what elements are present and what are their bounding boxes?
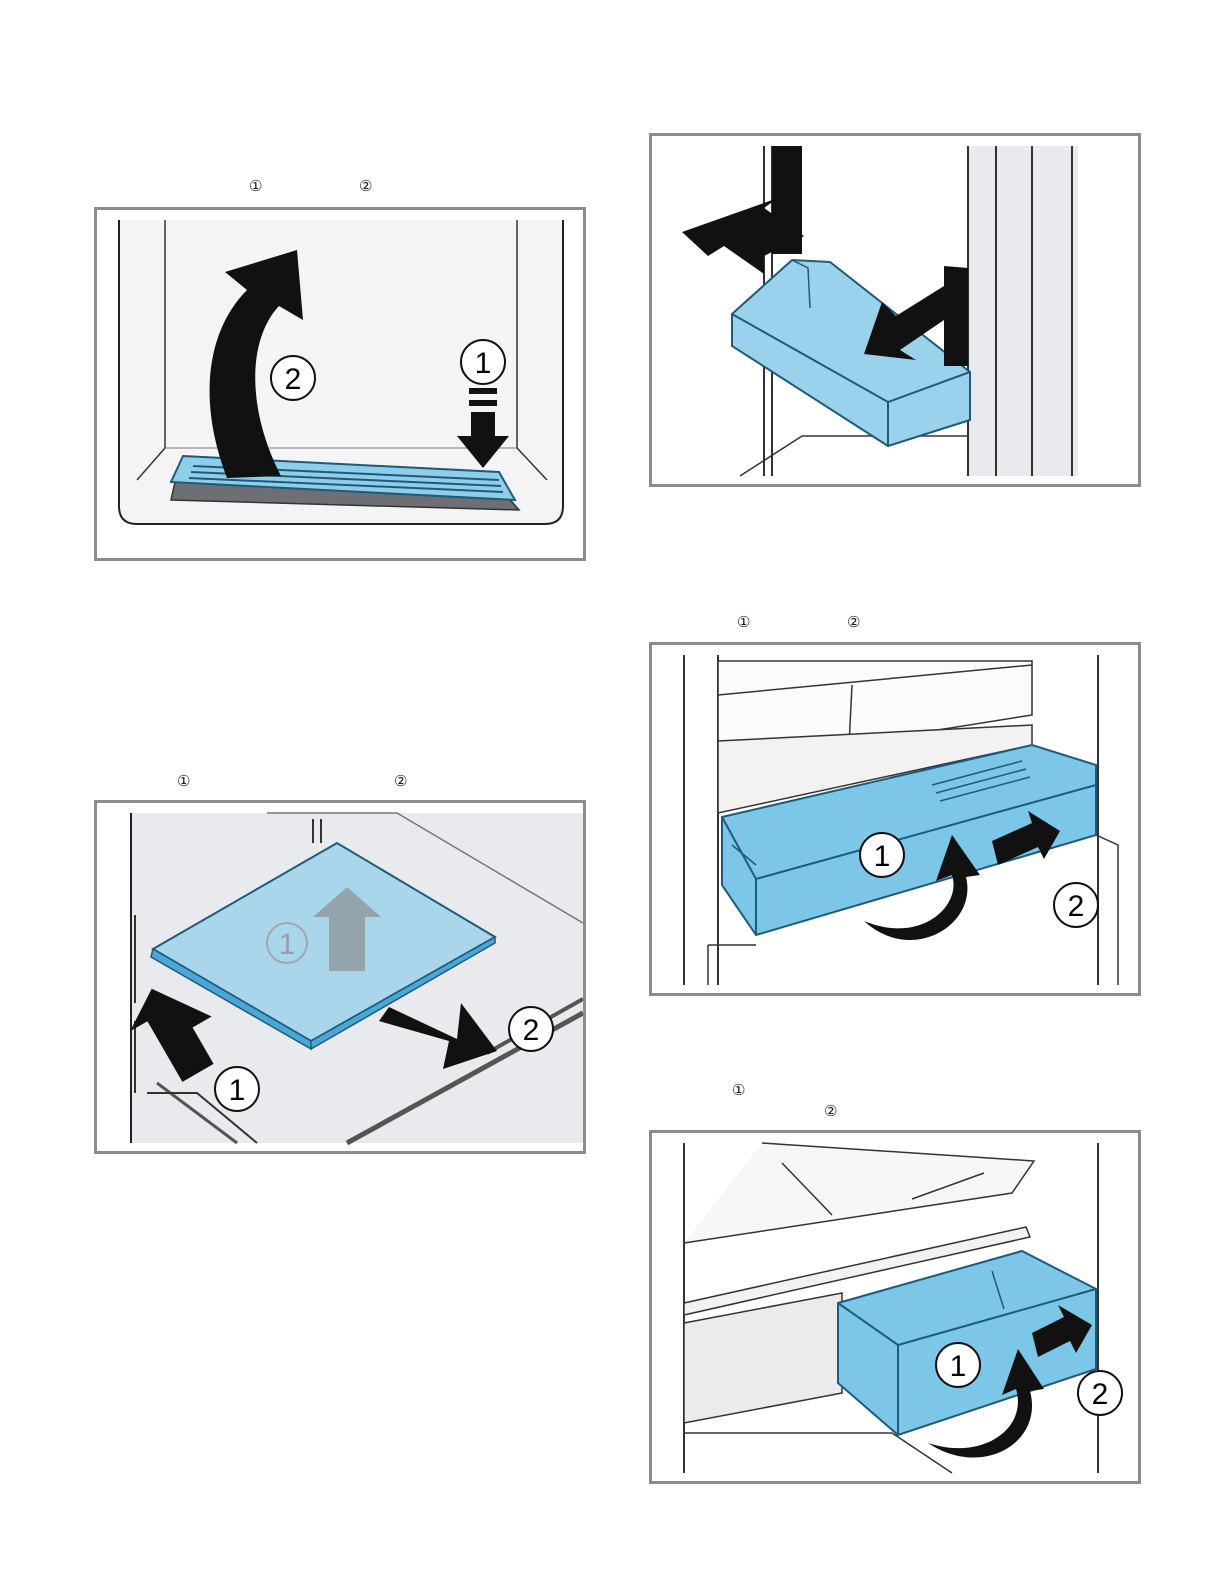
callout-label-1: 1 <box>475 347 492 380</box>
step-marker-2: ② <box>359 178 372 194</box>
callout-label-1: 1 <box>950 1350 967 1383</box>
callout-label-2: 2 <box>523 1014 540 1047</box>
step-marker-5: ① <box>737 614 750 630</box>
figure-drawer-removal-lower: 1 2 <box>649 1130 1141 1484</box>
step-marker-3: ① <box>177 773 190 789</box>
filter-removal-illustration: 1 2 <box>97 210 583 558</box>
figure-filter-removal: 1 2 <box>94 207 586 561</box>
callout-label-1: 1 <box>229 1074 246 1107</box>
door-bin-illustration <box>652 136 1138 484</box>
step-marker-1: ① <box>249 178 262 194</box>
door-bin <box>732 260 970 446</box>
callout-label-1-faded: 1 <box>279 928 296 961</box>
shelf-removal-illustration: 1 1 2 <box>97 803 583 1151</box>
callout-label-2: 2 <box>1092 1378 1109 1411</box>
step-marker-8: ② <box>824 1103 837 1119</box>
upper-drawer-illustration: 1 2 <box>652 645 1138 993</box>
figure-shelf-removal: 1 1 2 <box>94 800 586 1154</box>
step-marker-4: ② <box>394 773 407 789</box>
callout-label-1: 1 <box>874 840 891 873</box>
lower-drawer-illustration: 1 2 <box>652 1133 1138 1481</box>
callout-label-2: 2 <box>285 363 302 396</box>
callout-label-2: 2 <box>1068 890 1085 923</box>
step-marker-7: ① <box>732 1082 745 1098</box>
step-marker-6: ② <box>847 614 860 630</box>
figure-door-bin-removal <box>649 133 1141 487</box>
figure-drawer-removal-upper: 1 2 <box>649 642 1141 996</box>
